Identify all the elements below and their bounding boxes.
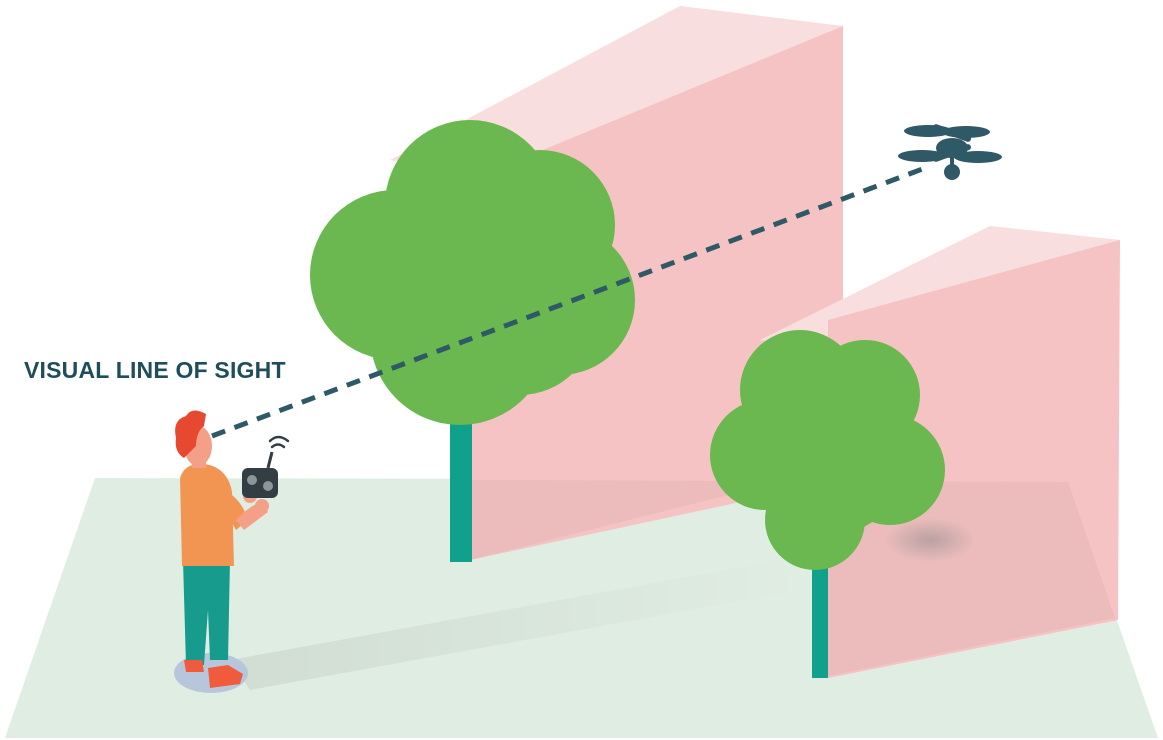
drone-icon	[898, 124, 1002, 180]
tree-small-foliage	[710, 330, 945, 570]
person-forearm	[236, 502, 268, 530]
person-ground-shadow	[230, 560, 800, 690]
person-shoe-right	[208, 665, 243, 688]
remote-controller-icon	[242, 451, 278, 498]
tree-small	[710, 330, 945, 678]
visual-line-of-sight-label: VISUAL LINE OF SIGHT	[24, 357, 286, 383]
person	[174, 410, 290, 693]
tree-large-trunk	[450, 420, 472, 562]
person-hair	[175, 410, 206, 458]
person-shirt	[180, 463, 234, 566]
line-of-sight	[211, 165, 926, 439]
signal-waves-icon	[268, 435, 290, 449]
tree-large-foliage	[310, 120, 635, 425]
person-legs	[183, 560, 230, 665]
tree-large	[310, 120, 635, 562]
person-shoe-left	[184, 660, 204, 672]
drone-ground-shadow	[885, 518, 975, 562]
